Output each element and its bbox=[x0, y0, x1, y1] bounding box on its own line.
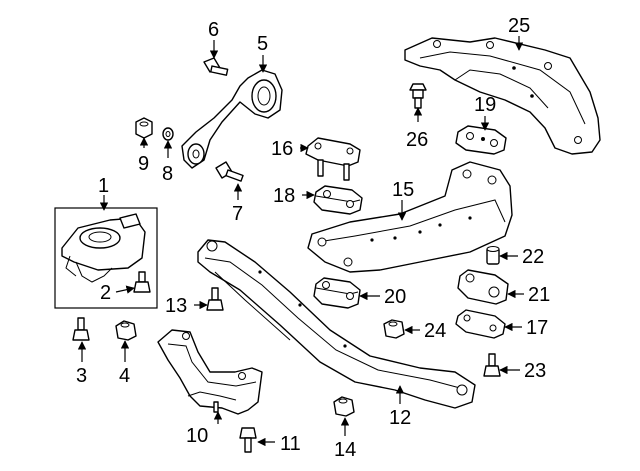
part-4-nut[interactable] bbox=[115, 320, 137, 341]
part-2-bolt[interactable] bbox=[133, 271, 151, 293]
callout-15: 15 bbox=[392, 179, 414, 201]
callout-12: 12 bbox=[389, 407, 411, 429]
callout-10: 10 bbox=[186, 425, 208, 447]
part-16-stud-mount[interactable] bbox=[305, 137, 361, 181]
part-25-crossmember[interactable] bbox=[404, 37, 601, 155]
callout-18: 18 bbox=[273, 185, 295, 207]
part-26-bolt[interactable] bbox=[409, 83, 427, 109]
callout-8: 8 bbox=[162, 163, 173, 185]
callout-2: 2 bbox=[100, 282, 111, 304]
part-24-nut[interactable] bbox=[383, 319, 405, 339]
callout-19: 19 bbox=[474, 94, 496, 116]
callout-24: 24 bbox=[424, 320, 446, 342]
callout-20: 20 bbox=[384, 286, 406, 308]
part-5-torque-rod[interactable] bbox=[181, 69, 283, 169]
part-20-insulator[interactable] bbox=[313, 277, 361, 309]
part-9-nut[interactable] bbox=[135, 117, 153, 139]
callout-13: 13 bbox=[165, 295, 187, 317]
callout-25: 25 bbox=[508, 15, 530, 37]
part-21-mount[interactable] bbox=[457, 269, 509, 305]
part-17-plate[interactable] bbox=[455, 309, 506, 339]
callout-9: 9 bbox=[138, 153, 149, 175]
part-18-insulator[interactable] bbox=[313, 185, 363, 215]
callout-26: 26 bbox=[406, 129, 428, 151]
part-10-mount-bracket[interactable] bbox=[157, 329, 263, 415]
part-7-bolt[interactable] bbox=[215, 161, 244, 182]
callout-11: 11 bbox=[280, 433, 301, 455]
callout-4: 4 bbox=[119, 365, 130, 387]
callout-1: 1 bbox=[98, 175, 109, 197]
part-13-bolt[interactable] bbox=[206, 287, 224, 311]
callout-7: 7 bbox=[232, 203, 243, 225]
callout-5: 5 bbox=[257, 33, 268, 55]
callout-labels: 1 2 3 4 5 6 7 8 9 10 11 12 13 14 15 16 1… bbox=[76, 15, 550, 461]
callout-6: 6 bbox=[208, 19, 219, 41]
callout-22: 22 bbox=[522, 246, 544, 268]
part-1-engine-mount-assembly[interactable] bbox=[54, 207, 158, 309]
callout-23: 23 bbox=[524, 360, 546, 382]
part-23-bolt[interactable] bbox=[483, 353, 501, 377]
part-15-support-bracket[interactable] bbox=[307, 161, 513, 273]
part-22-spacer[interactable] bbox=[486, 246, 500, 265]
part-19-mount-pad[interactable] bbox=[455, 125, 507, 155]
callout-14: 14 bbox=[334, 439, 356, 461]
part-11-bolt[interactable] bbox=[239, 427, 257, 453]
part-12-main-crossmember[interactable] bbox=[197, 239, 476, 409]
callout-17: 17 bbox=[526, 317, 548, 339]
part-3-bolt[interactable] bbox=[72, 317, 90, 341]
leader-lines bbox=[77, 36, 524, 447]
callout-16: 16 bbox=[271, 138, 293, 160]
part-6-bolt[interactable] bbox=[203, 57, 229, 76]
callout-3: 3 bbox=[76, 365, 87, 387]
callout-21: 21 bbox=[528, 284, 550, 306]
part-8-washer[interactable] bbox=[162, 127, 174, 141]
part-14-nut[interactable] bbox=[333, 396, 355, 417]
